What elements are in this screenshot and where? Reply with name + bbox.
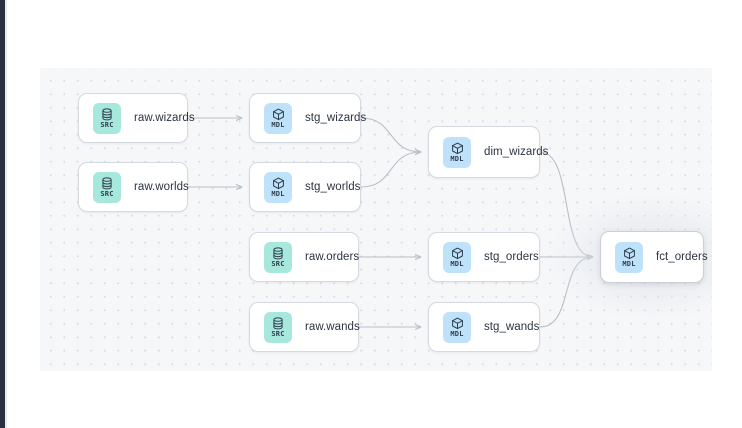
badge-kind-label: MDL [450, 154, 464, 163]
node-label: dim_wizards [484, 146, 549, 158]
cube-icon: MDL [615, 241, 643, 273]
node-label: stg_orders [484, 251, 539, 263]
database-icon: SRC [264, 311, 292, 343]
cube-icon: MDL [443, 311, 471, 343]
badge-kind-label: SRC [271, 259, 285, 268]
edge-stg_wizards-to-dim_wizards [360, 117, 421, 152]
node-label: raw.wizards [134, 112, 195, 124]
node-label: raw.wands [305, 321, 360, 333]
node-label: fct_orders [656, 251, 708, 263]
database-icon: SRC [93, 171, 121, 203]
cube-icon: MDL [443, 136, 471, 168]
left-rail [0, 0, 5, 428]
node-raw_orders[interactable]: SRC raw.orders [249, 232, 359, 282]
node-label: raw.orders [305, 251, 360, 263]
node-dim_wizards[interactable]: MDL dim_wizards [428, 126, 548, 178]
badge-kind-label: SRC [271, 329, 285, 338]
badge-kind-label: MDL [271, 189, 285, 198]
node-label: raw.worlds [134, 181, 189, 193]
node-fct_orders[interactable]: MDL fct_orders [600, 231, 708, 283]
cube-icon: MDL [264, 171, 292, 203]
database-icon: SRC [264, 241, 292, 273]
database-icon: SRC [93, 102, 121, 134]
node-stg_wizards[interactable]: MDL stg_wizards [249, 93, 366, 143]
cube-icon: MDL [264, 102, 292, 134]
badge-kind-label: MDL [271, 120, 285, 129]
node-raw_wands[interactable]: SRC raw.wands [249, 302, 360, 352]
badge-kind-label: MDL [450, 329, 464, 338]
node-label: stg_wizards [305, 112, 367, 124]
left-rail-divider [5, 0, 7, 428]
edge-stg_wands-to-fct_orders [539, 257, 593, 328]
edge-dim_wizards-to-fct_orders [539, 151, 593, 257]
node-raw_worlds[interactable]: SRC raw.worlds [78, 162, 189, 212]
node-raw_wizards[interactable]: SRC raw.wizards [78, 93, 195, 143]
cube-icon: MDL [443, 241, 471, 273]
node-stg_worlds[interactable]: MDL stg_worlds [249, 162, 361, 212]
node-stg_orders[interactable]: MDL stg_orders [428, 232, 540, 282]
node-label: stg_worlds [305, 181, 361, 193]
badge-kind-label: SRC [100, 189, 114, 198]
badge-kind-label: MDL [622, 259, 636, 268]
edge-stg_worlds-to-dim_wizards [360, 152, 421, 188]
badge-kind-label: MDL [450, 259, 464, 268]
node-label: stg_wands [484, 321, 540, 333]
badge-kind-label: SRC [100, 120, 114, 129]
node-stg_wands[interactable]: MDL stg_wands [428, 302, 540, 352]
